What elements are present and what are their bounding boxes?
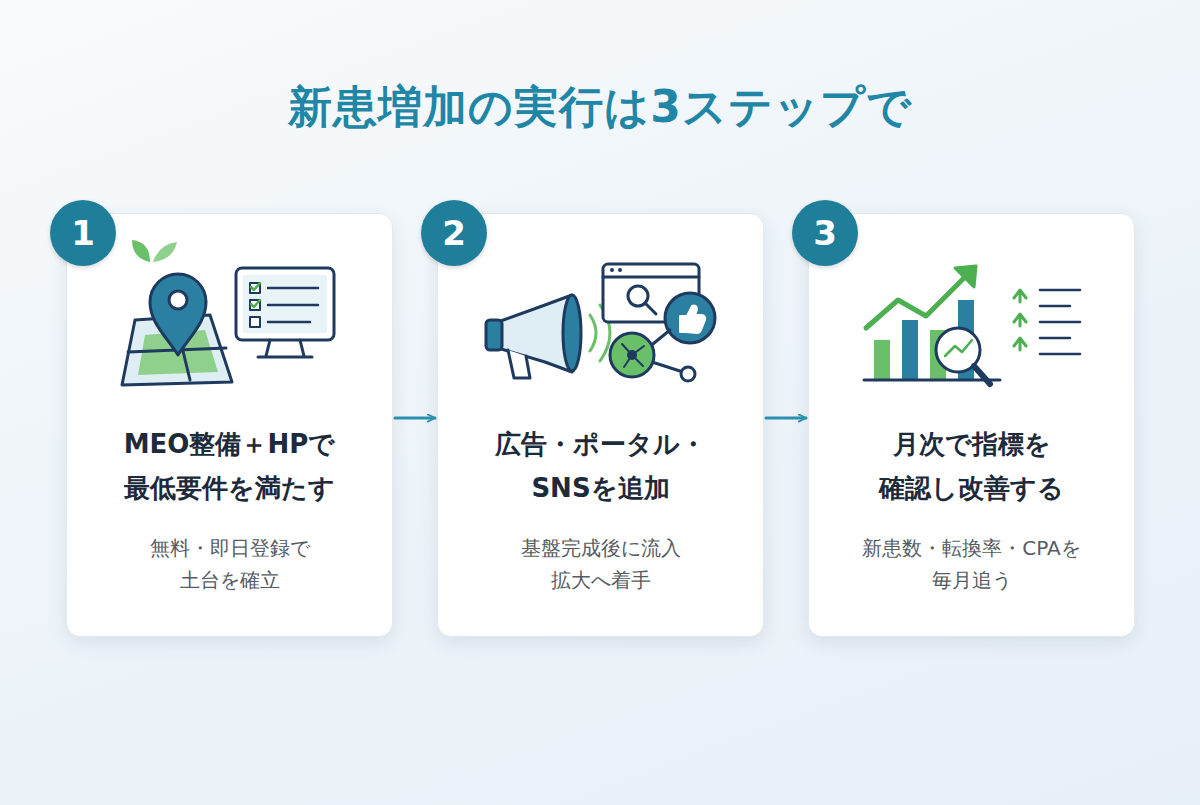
- step-number-badge: 3: [792, 200, 858, 266]
- growth-chart-illustration: [864, 266, 1080, 384]
- step-description: 基盤完成後に流入 拡大へ着手: [481, 532, 721, 596]
- step-heading: 月次で指標を 確認し改善する: [822, 422, 1122, 510]
- marketing-illustration: [486, 264, 715, 381]
- step-card: 広告・ポータル・ SNSを追加基盤完成後に流入 拡大へ着手 2: [437, 213, 764, 637]
- step-heading: MEO整備＋HPで 最低要件を満たす: [80, 422, 380, 510]
- map-pin-illustration: [122, 240, 334, 385]
- step-description: 新患数・転換率・CPAを 毎月追う: [852, 532, 1092, 596]
- step-number-badge: 1: [50, 200, 116, 266]
- step-number: 3: [813, 213, 837, 253]
- diagram-title: 新患増加の実行は3ステップで: [0, 78, 1200, 137]
- step-number: 1: [71, 213, 95, 253]
- step-card: MEO整備＋HPで 最低要件を満たす無料・即日登録で 土台を確立 1: [66, 213, 393, 637]
- step-description: 無料・即日登録で 土台を確立: [110, 532, 350, 596]
- step-card: 月次で指標を 確認し改善する新患数・転換率・CPAを 毎月追う 3: [808, 213, 1135, 637]
- flow-arrow: [766, 417, 806, 420]
- flow-arrow: [395, 417, 435, 420]
- step-number: 2: [442, 213, 466, 253]
- step-number-badge: 2: [421, 200, 487, 266]
- step-heading: 広告・ポータル・ SNSを追加: [451, 422, 751, 510]
